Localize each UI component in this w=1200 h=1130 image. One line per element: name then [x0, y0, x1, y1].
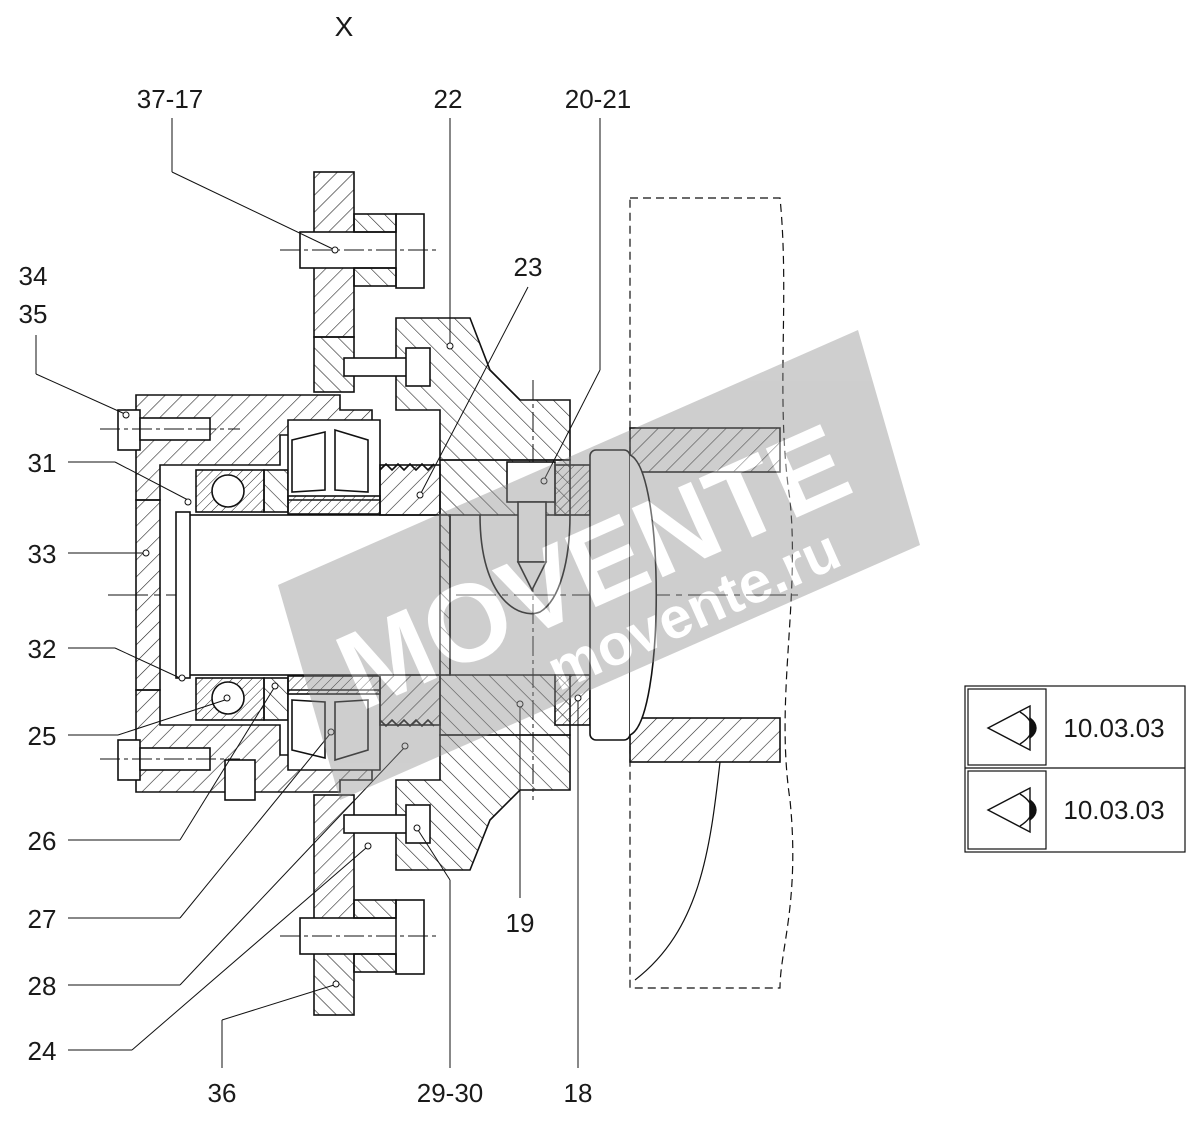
section-drawing: [100, 171, 800, 1016]
leader-dot-37-17: [331, 246, 339, 254]
label-37-17: 37-17: [137, 84, 204, 114]
label-31: 31: [28, 448, 57, 478]
label-22: 22: [434, 84, 463, 114]
reference-code-1: 10.03.03: [1063, 713, 1164, 743]
reference-table: 10.03.03 10.03.03: [964, 685, 1186, 853]
leader-dot-24: [364, 842, 372, 850]
leader-dot-23: [416, 491, 424, 499]
reference-row-2[interactable]: 10.03.03: [967, 770, 1165, 850]
leader-dot-36: [332, 980, 340, 988]
label-34: 34: [19, 261, 48, 291]
leader-dot-18: [574, 694, 582, 702]
leader-dot-31: [184, 498, 192, 506]
label-25: 25: [28, 721, 57, 751]
label-26: 26: [28, 826, 57, 856]
label-33: 33: [28, 539, 57, 569]
label-24: 24: [28, 1036, 57, 1066]
label-36: 36: [208, 1078, 237, 1108]
leader-dot-22: [446, 342, 454, 350]
reference-row-1[interactable]: 10.03.03: [967, 688, 1165, 766]
leader-lines: [35, 118, 601, 1068]
leader-dot-28: [401, 742, 409, 750]
leader-dot-19: [516, 700, 524, 708]
leader-dot-29-30: [413, 824, 421, 832]
label-27: 27: [28, 904, 57, 934]
label-28: 28: [28, 971, 57, 1001]
leader-dot-26: [271, 682, 279, 690]
reference-code-2: 10.03.03: [1063, 795, 1164, 825]
label-23: 23: [514, 252, 543, 282]
part-labels: 37-17 22 20-21 34 35 23 31 33 32 25 26 2…: [19, 84, 632, 1108]
label-32: 32: [28, 634, 57, 664]
leader-dot-34-35: [122, 411, 130, 419]
label-18: 18: [564, 1078, 593, 1108]
label-20-21: 20-21: [565, 84, 632, 114]
watermark-band: [278, 330, 920, 800]
view-title: X: [335, 11, 354, 42]
leader-dot-33: [142, 549, 150, 557]
view-eye-icon: [986, 786, 1037, 834]
label-29-30: 29-30: [417, 1078, 484, 1108]
leader-dot-32: [178, 674, 186, 682]
leader-dot-27: [327, 728, 335, 736]
label-35: 35: [19, 299, 48, 329]
leader-dot-25: [223, 694, 231, 702]
label-19: 19: [506, 908, 535, 938]
view-eye-icon: [986, 704, 1037, 752]
leader-dot-20-21: [540, 477, 548, 485]
